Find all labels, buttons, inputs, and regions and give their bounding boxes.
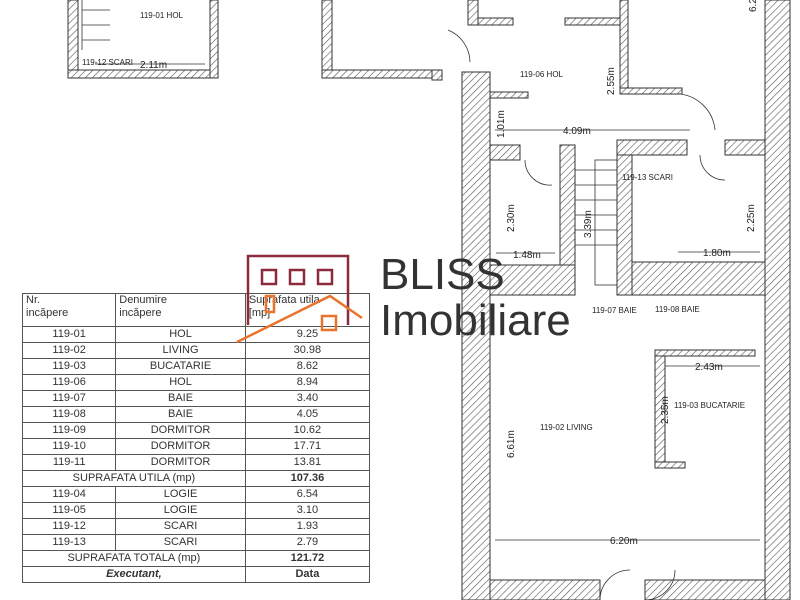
table-cell: 119-03 (21, 358, 117, 375)
table-cell: 107.36 (244, 470, 371, 487)
room-label: 119-07 BAIE (592, 306, 637, 315)
table-cell: DORMITOR (115, 454, 246, 471)
table-cell: Executant, (22, 566, 246, 583)
table-cell: 1.93 (244, 518, 371, 535)
table-cell: 119-13 (21, 534, 117, 551)
dimension-label: 2.55m (606, 67, 617, 95)
table-cell: 9.25 (244, 326, 371, 343)
table-cell: DORMITOR (115, 422, 246, 439)
table-cell: 2.79 (244, 534, 371, 551)
plan-labels: 119-01 HOL 119-12 SCARI 2.11m 119-06 HOL… (82, 0, 759, 547)
table-cell: 119-11 (21, 454, 117, 471)
table-cell: 119-02 (21, 342, 117, 359)
table-cell: SUPRAFATA TOTALA (mp) (22, 550, 246, 567)
table-cell: BAIE (115, 406, 246, 423)
table-cell: DORMITOR (115, 438, 246, 455)
room-label: 119-06 HOL (520, 70, 564, 79)
table-cell: BAIE (115, 390, 246, 407)
table-cell: HOL (115, 374, 246, 391)
dimension-label: 3.39m (583, 210, 594, 238)
room-label: 119-12 SCARI (82, 58, 133, 67)
stairs (81, 0, 760, 600)
table-cell: 3.40 (244, 390, 371, 407)
table-cell: 17.71 (244, 438, 371, 455)
room-label: 119-08 BAIE (655, 305, 700, 314)
dimension-label: 2.43m (695, 362, 723, 373)
table-cell: SCARI (115, 534, 246, 551)
table-cell: HOL (115, 326, 246, 343)
table-cell: 119-05 (21, 502, 117, 519)
table-cell: Denumire incăpere (115, 293, 246, 327)
table-cell: 13.81 (244, 454, 371, 471)
table-cell: SCARI (115, 518, 246, 535)
table-cell: 6.54 (244, 486, 371, 503)
table-cell: LOGIE (115, 502, 246, 519)
table-cell: Suprafata utila [mp] (244, 293, 371, 327)
room-label: 119-02 LIVING (540, 423, 593, 432)
table-cell: LIVING (115, 342, 246, 359)
dimension-label: 4.09m (563, 126, 591, 137)
dimension-label: 6.2 (748, 0, 759, 12)
logo-line2: Imobiliare (380, 296, 571, 345)
table-cell: 4.05 (244, 406, 371, 423)
footer-row: Executant,Data (22, 566, 371, 583)
walls (67, 0, 791, 600)
room-label: 119-13 SCARI (622, 173, 673, 182)
room-label: 119-03 BUCATARIE (674, 401, 745, 410)
total-row: SUPRAFATA TOTALA (mp)121.72 (22, 550, 371, 567)
table-cell: 10.62 (244, 422, 371, 439)
dimension-label: 6.20m (610, 536, 638, 547)
logo-text: BLISS Imobiliare (380, 252, 571, 344)
table-cell: 119-12 (21, 518, 117, 535)
dimension-label: 1.48m (513, 250, 541, 261)
table-cell: 119-06 (21, 374, 117, 391)
dimension-label: 1.01m (496, 110, 507, 138)
room-label: 119-01 HOL (140, 11, 184, 20)
table-cell: 119-04 (21, 486, 117, 503)
table-cell: 121.72 (244, 550, 371, 567)
table-cell: 30.98 (244, 342, 371, 359)
table-cell: 119-10 (21, 438, 117, 455)
dimension-label: 2.25m (746, 204, 757, 232)
subtotal-row: SUPRAFATA UTILA (mp)107.36 (22, 470, 371, 487)
table-cell: 119-01 (21, 326, 117, 343)
table-cell: BUCATARIE (115, 358, 246, 375)
dimension-label: 2.30m (506, 204, 517, 232)
table-cell: 119-08 (21, 406, 117, 423)
dimension-label: 6.61m (506, 430, 517, 458)
table-cell: 119-07 (21, 390, 117, 407)
dimension-label: 2.35m (660, 396, 671, 424)
logo-line1: BLISS (380, 250, 505, 299)
table-cell: Nr. incăpere (21, 293, 117, 327)
table-cell: SUPRAFATA UTILA (mp) (22, 470, 246, 487)
dimension-label: 2.11m (140, 60, 167, 71)
table-cell: LOGIE (115, 486, 246, 503)
table-cell: 119-09 (21, 422, 117, 439)
table-cell: Data (244, 566, 371, 583)
table-cell: 8.62 (244, 358, 371, 375)
dimension-label: 1.80m (703, 248, 731, 259)
table-cell: 8.94 (244, 374, 371, 391)
table-cell: 3.10 (244, 502, 371, 519)
